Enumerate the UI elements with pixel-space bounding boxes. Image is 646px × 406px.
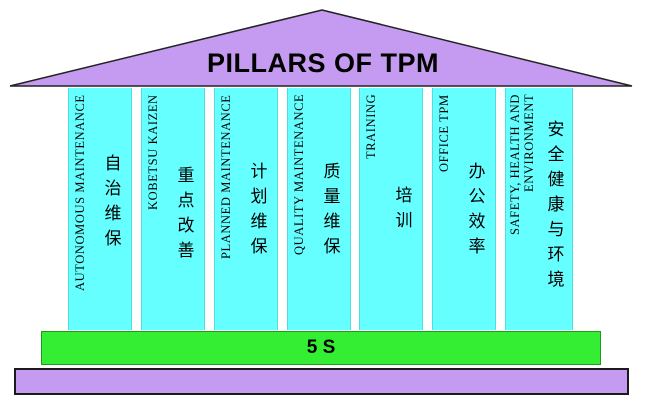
roof-shape [9, 9, 633, 87]
pillar-zh-label: 自治维保 [104, 154, 122, 249]
pillar-zh-label: 计划维保 [250, 162, 268, 257]
pillar-safety-health-environment: SAFETY, HEALTH AND ENVIRONMENT 安全健康与环境 [505, 88, 573, 330]
base-plinth [14, 368, 629, 395]
pillar-kobetsu-kaizen: KOBETSU KAIZEN 重点改善 [141, 88, 205, 330]
pillar-en-label: OFFICE TPM [437, 94, 451, 172]
pillar-zh-label: 安全健康与环境 [547, 120, 565, 290]
pillar-planned-maintenance: PLANNED MAINTENANCE 计划维保 [214, 88, 278, 330]
diagram-title: PILLARS OF TPM [207, 48, 439, 78]
pillar-zh-label: 质量维保 [323, 162, 341, 257]
foundation-5s: 5 S [41, 331, 601, 365]
pillar-en-label: TRAINING [364, 94, 378, 160]
pillar-en-label: PLANNED MAINTENANCE [219, 94, 233, 259]
pillar-zh-label: 培训 [395, 186, 413, 231]
pillar-en-label: QUALITY MAINTENANCE [292, 94, 306, 256]
pillar-office-tpm: OFFICE TPM 办公效率 [432, 88, 496, 330]
pillar-en-label: KOBETSU KAIZEN [146, 94, 160, 210]
pillar-en-label: AUTONOMOUS MAINTENANCE [73, 94, 87, 291]
pillar-en-label: SAFETY, HEALTH AND ENVIRONMENT [508, 94, 536, 236]
pillar-zh-label: 办公效率 [468, 162, 486, 257]
roof [9, 9, 633, 87]
pillar-zh-label: 重点改善 [177, 166, 195, 261]
pillar-training: TRAINING 培训 [359, 88, 423, 330]
pillar-autonomous-maintenance: AUTONOMOUS MAINTENANCE 自治维保 [68, 88, 132, 330]
pillar-quality-maintenance: QUALITY MAINTENANCE 质量维保 [287, 88, 351, 330]
